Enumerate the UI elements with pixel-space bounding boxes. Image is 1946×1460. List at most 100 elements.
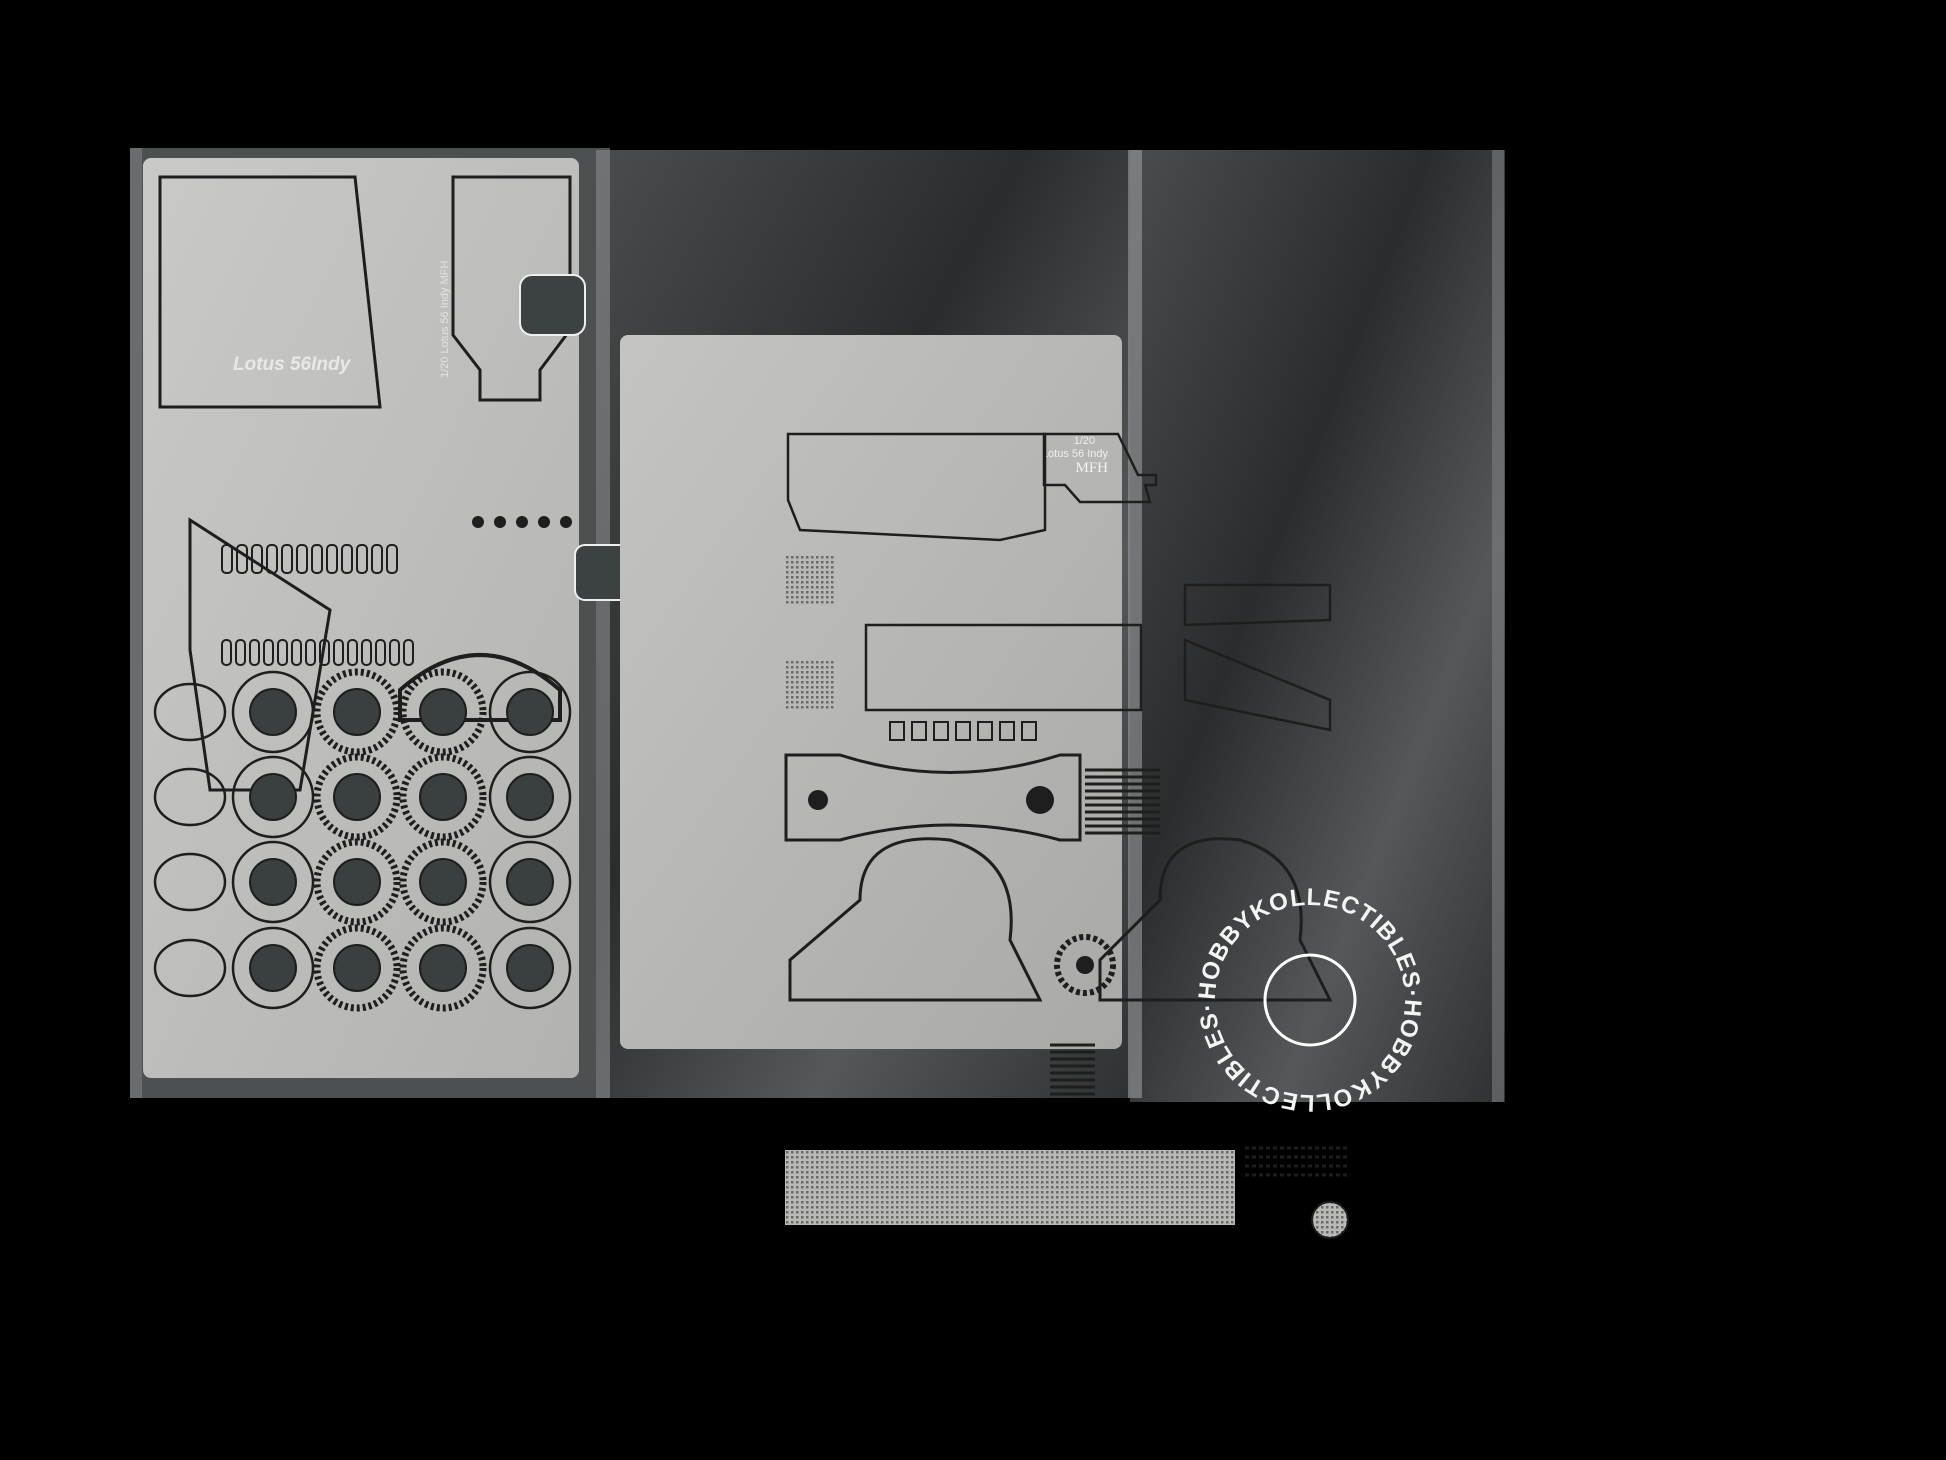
hairpin-part [371, 544, 383, 574]
hairpin-part [277, 639, 288, 666]
hairpin-part [221, 544, 233, 574]
toothed-ring [313, 668, 401, 756]
hairpin-part [403, 639, 414, 666]
floor-panel [864, 623, 1143, 712]
toothed-ring [313, 838, 401, 926]
mesh-disc [1311, 1201, 1349, 1239]
rivet-hole [516, 516, 528, 528]
wheel-center [249, 773, 297, 821]
rivet-hole [494, 516, 506, 528]
wheel-ring [231, 755, 315, 839]
wheel-ring [488, 926, 572, 1010]
wheel-center [506, 944, 554, 992]
hairpin-part [389, 639, 400, 666]
cross-beam [784, 753, 1082, 842]
toothed-ring [313, 924, 401, 1012]
bracket-part [1021, 721, 1037, 741]
tapered-wing-2 [1183, 638, 1332, 732]
hairpin-part [386, 544, 398, 574]
hairpin-part [296, 544, 308, 574]
hairpin-part [375, 639, 386, 666]
body-panel [1042, 432, 1158, 504]
hairpin-part [221, 639, 232, 666]
hairpin-part [291, 639, 302, 666]
wheel-center [333, 858, 381, 906]
sheet-right-brand: MFH [1075, 460, 1108, 476]
upright-left [788, 837, 1043, 1002]
bracket-part [955, 721, 971, 741]
hairpin-part [236, 544, 248, 574]
wheel-center [249, 944, 297, 992]
wheel-ring [231, 840, 315, 924]
wheel-ring [231, 926, 315, 1010]
photo-etch-sheet-right: 1/20 Lotus 56 Indy MFH [620, 335, 1350, 1239]
wheel-ring [488, 670, 572, 754]
bracket-part [911, 721, 927, 741]
nose-panel [786, 432, 1047, 542]
mesh-panel [786, 555, 836, 605]
small-parts-right [889, 721, 1350, 1239]
hairpin-part [235, 639, 246, 666]
sheet-right-name: Lotus 56 Indy [1042, 448, 1109, 460]
brake-disc [1054, 934, 1116, 996]
hairpin-part [251, 544, 263, 574]
window-cutout [519, 274, 586, 336]
toothed-ring [399, 753, 487, 841]
hub-hole [1026, 786, 1054, 814]
bracket-part [999, 721, 1015, 741]
wheel-center [506, 858, 554, 906]
suspension-bridge [398, 653, 562, 722]
hairpin-part [326, 544, 338, 574]
hairpin-part [281, 544, 293, 574]
bag-right [1130, 150, 1505, 1102]
washer-oval [153, 682, 227, 742]
wheel-center [249, 688, 297, 736]
hairpin-part [305, 639, 316, 666]
toothed-ring [313, 753, 401, 841]
washer-oval [153, 767, 227, 827]
bracket-part [933, 721, 949, 741]
hairpin-part [356, 544, 368, 574]
tapered-wing [1183, 583, 1332, 627]
upright-right [1098, 837, 1333, 1002]
wheel-ring [231, 670, 315, 754]
wheel-center [249, 858, 297, 906]
wheel-center [333, 688, 381, 736]
toothed-ring [399, 838, 487, 926]
wheel-ring [488, 755, 572, 839]
hairpin-part [341, 544, 353, 574]
wheel-center [506, 773, 554, 821]
mesh-panel-2 [786, 660, 836, 710]
hairpin-part [263, 639, 274, 666]
bracket-part [889, 721, 905, 741]
sheet-right-scale: 1/20 [1074, 435, 1095, 447]
hairpin-part [319, 639, 330, 666]
toothed-ring [399, 924, 487, 1012]
sheet-left-side-text: 1/20 Lotus 56 Indy MFH [439, 261, 451, 378]
panel-trapezoid [158, 175, 382, 409]
hub-hole-2 [808, 790, 828, 810]
wheel-center [419, 688, 467, 736]
wheel-center [419, 858, 467, 906]
rivet-hole [560, 516, 572, 528]
panel-floor [451, 175, 572, 402]
hairpin-part [311, 544, 323, 574]
rivet-hole [472, 516, 484, 528]
wheel-center [419, 944, 467, 992]
hairpin-part [249, 639, 260, 666]
hairpin-part [333, 639, 344, 666]
hairpin-part [361, 639, 372, 666]
wheel-discs [153, 668, 572, 1012]
sheet-left-title: Lotus 56Indy [233, 354, 352, 375]
toothed-ring [399, 668, 487, 756]
wheel-center [506, 688, 554, 736]
photo-etch-sheet-left: Lotus 56Indy 1/20 Lotus 56 Indy MFH [143, 158, 656, 1078]
washer-oval [153, 852, 227, 912]
wheel-center [333, 944, 381, 992]
hairpin-part [347, 639, 358, 666]
hairpin-part [266, 544, 278, 574]
washer-oval [153, 938, 227, 998]
wheel-ring [488, 840, 572, 924]
wheel-center [419, 773, 467, 821]
